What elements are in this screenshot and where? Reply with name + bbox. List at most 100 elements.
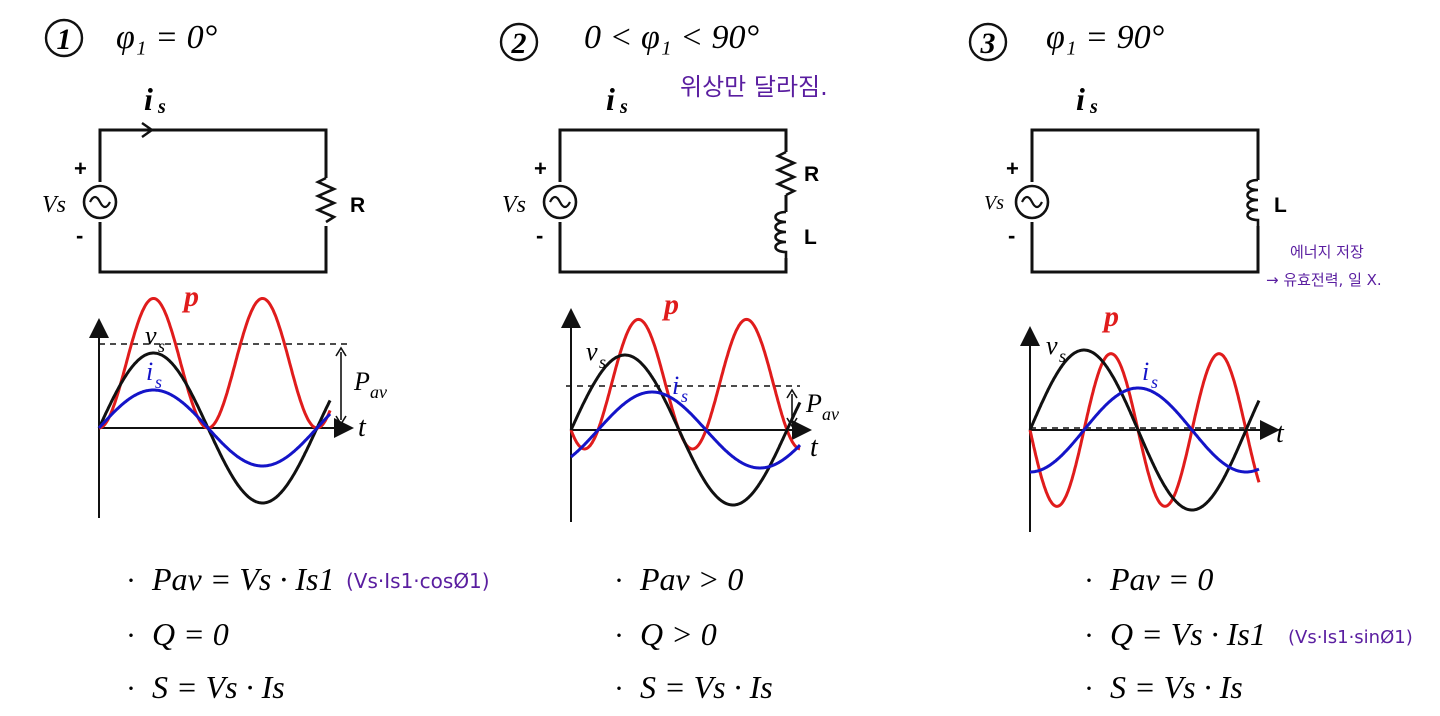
bullet: · bbox=[1084, 564, 1094, 597]
label-v-sub: s bbox=[1059, 346, 1066, 366]
label-pav: P bbox=[805, 389, 822, 418]
bullet: · bbox=[614, 619, 624, 652]
bottom-wire bbox=[98, 222, 328, 274]
handwritten-note-phase: 위상만 달라짐. bbox=[680, 73, 828, 101]
label-pav-sub: av bbox=[370, 382, 387, 402]
current-label: i bbox=[1076, 81, 1085, 117]
panel-number: 1 bbox=[57, 23, 72, 56]
formula-q: Q > 0 bbox=[640, 616, 717, 652]
ac-source-icon bbox=[542, 184, 578, 220]
label-pav: P bbox=[353, 367, 370, 396]
inductor-icon bbox=[774, 210, 788, 258]
handwritten-note-q: (Vs·Is1·sinØ1) bbox=[1288, 627, 1413, 648]
label-i: i bbox=[672, 371, 679, 400]
formula-list-3: · Pav = 0 · Q = Vs · Is1 (Vs·Is1·sinØ1) … bbox=[1084, 561, 1413, 705]
circuit-1 bbox=[82, 122, 338, 274]
label-t: t bbox=[1276, 418, 1285, 449]
bullet: · bbox=[126, 672, 136, 705]
panel-2: 2 0 < φ₁ < 90° 위상만 달라짐. i s + - Vs R L bbox=[499, 19, 839, 705]
power-curve bbox=[98, 297, 332, 430]
inductor-icon bbox=[1246, 178, 1260, 226]
formula-q: Q = 0 bbox=[152, 616, 229, 652]
power-curve bbox=[1028, 352, 1261, 508]
current-label: i bbox=[144, 81, 153, 117]
label-v: v bbox=[586, 337, 598, 366]
circuit-3 bbox=[1014, 128, 1260, 274]
bullet: · bbox=[1084, 619, 1094, 652]
element-label-r: R bbox=[804, 163, 819, 186]
sine-symbol bbox=[1021, 195, 1043, 209]
label-pav-sub: av bbox=[822, 404, 839, 424]
formula-s: S = Vs · Is bbox=[152, 669, 285, 705]
label-v-sub: s bbox=[158, 336, 165, 356]
bullet: · bbox=[126, 619, 136, 652]
panel-number: 3 bbox=[980, 27, 996, 60]
bottom-wire bbox=[558, 222, 788, 274]
waveform-axes-2 bbox=[561, 308, 812, 522]
label-p: p bbox=[1101, 300, 1119, 333]
number-badge-3 bbox=[968, 22, 1008, 62]
label-i-sub: s bbox=[681, 386, 688, 406]
pav-arrow-up-icon bbox=[786, 388, 798, 399]
sine-symbol bbox=[89, 195, 111, 209]
bottom-wire bbox=[1030, 222, 1260, 274]
label-t: t bbox=[358, 412, 367, 443]
label-i-sub: s bbox=[1151, 372, 1158, 392]
panel-1: 1 φ₁ = 0° i s + - Vs R p v s bbox=[42, 18, 490, 705]
bullet: · bbox=[1084, 672, 1094, 705]
label-v: v bbox=[145, 321, 157, 350]
formula-q: Q = Vs · Is1 bbox=[1110, 616, 1266, 652]
phase-condition: 0 < φ₁ < 90° bbox=[584, 19, 760, 56]
formula-pav: Pav > 0 bbox=[639, 561, 743, 597]
number-badge-1 bbox=[44, 18, 84, 58]
formula-list-1: · Pav = Vs · Is1 (Vs·Is1·cosØ1) · Q = 0 … bbox=[126, 561, 490, 705]
handwritten-note-active-power: → 유효전력, 일 X. bbox=[1266, 271, 1382, 289]
handwritten-note-energy: 에너지 저장 bbox=[1290, 243, 1364, 261]
pav-arrow-down-icon bbox=[335, 415, 347, 426]
voltage-curve bbox=[1028, 348, 1261, 512]
formula-s: S = Vs · Is bbox=[1110, 669, 1243, 705]
resistor-icon bbox=[774, 150, 798, 197]
current-arrow-icon bbox=[141, 122, 155, 138]
panel-number: 2 bbox=[511, 27, 527, 60]
source-label: Vs bbox=[502, 192, 526, 218]
element-label-l: L bbox=[804, 226, 817, 249]
label-v-sub: s bbox=[599, 352, 606, 372]
current-sub: s bbox=[157, 96, 166, 118]
voltage-curve bbox=[569, 353, 802, 507]
pav-arrow-down-icon bbox=[786, 417, 798, 428]
waveform-axes-1 bbox=[89, 318, 354, 518]
bullet: · bbox=[614, 672, 624, 705]
formula-pav: Pav = Vs · Is1 bbox=[151, 561, 334, 597]
ac-source-icon bbox=[82, 184, 118, 220]
formula-pav: Pav = 0 bbox=[1109, 561, 1213, 597]
label-i: i bbox=[1142, 357, 1149, 386]
minus-sign: - bbox=[76, 223, 83, 248]
formula-s: S = Vs · Is bbox=[640, 669, 773, 705]
label-v: v bbox=[1046, 331, 1058, 360]
element-label-l: L bbox=[1274, 194, 1287, 217]
minus-sign: - bbox=[1008, 223, 1015, 248]
source-label: Vs bbox=[42, 192, 66, 218]
top-wire bbox=[558, 128, 788, 182]
current-sub: s bbox=[619, 96, 628, 118]
label-t: t bbox=[810, 432, 819, 463]
handwritten-note-pav: (Vs·Is1·cosØ1) bbox=[346, 569, 490, 593]
current-label: i bbox=[606, 81, 615, 117]
voltage-curve bbox=[97, 351, 332, 505]
bullet: · bbox=[614, 564, 624, 597]
label-p: p bbox=[181, 280, 199, 313]
ac-source-icon bbox=[1014, 184, 1050, 220]
source-label: Vs bbox=[984, 192, 1004, 214]
bullet: · bbox=[126, 564, 136, 597]
plus-sign: + bbox=[534, 156, 547, 181]
plus-sign: + bbox=[1006, 156, 1019, 181]
element-label-r: R bbox=[350, 194, 365, 217]
top-wire bbox=[1030, 128, 1260, 182]
sine-symbol bbox=[549, 195, 571, 209]
top-wire bbox=[98, 128, 328, 182]
minus-sign: - bbox=[536, 223, 543, 248]
plus-sign: + bbox=[74, 156, 87, 181]
number-badge-2 bbox=[499, 22, 539, 62]
